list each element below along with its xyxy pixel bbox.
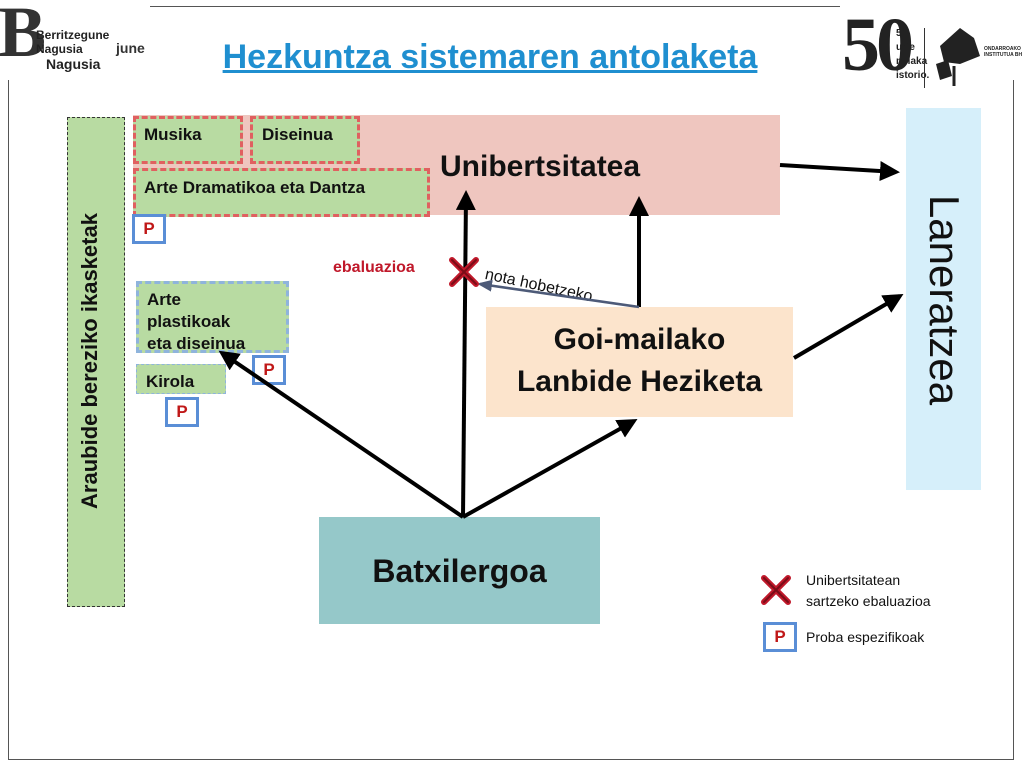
unibertsitatea-label: Unibertsitatea <box>440 150 641 183</box>
diseinua-label: Diseinua <box>262 125 333 144</box>
laneratzea-box <box>906 108 981 490</box>
page-title: Hezkuntza sistemaren antolaketa <box>222 38 758 76</box>
musika-label: Musika <box>144 125 202 144</box>
arrow-batx-to-goi <box>462 419 638 519</box>
logo-line-2: Nagusia <box>36 42 83 56</box>
arte-dramatikoa-label: Arte Dramatikoa eta Dantza <box>144 178 366 197</box>
logo-right-line-2: urte <box>896 42 915 53</box>
goi-mailako-line-1: Goi-mailako <box>553 323 726 356</box>
big-50-mark: 50 <box>842 3 914 87</box>
logo-right-line-1: 50 <box>896 28 908 39</box>
musika-box <box>133 116 243 164</box>
kirola-label: Kirola <box>146 372 195 391</box>
slide-frame <box>8 80 1014 760</box>
legend-eval-line-2: sartzeko ebaluazioa <box>806 593 931 609</box>
arte-dramatikoa-box <box>133 168 430 217</box>
anniversary-logo: 50 50 urte milaka istorio. ONDARROAKO IN… <box>838 2 1024 102</box>
p-badge-kirola: P <box>165 397 199 427</box>
p-badge-arte-dramatikoa: P <box>132 214 166 244</box>
diseinua-box <box>250 116 360 164</box>
evaluation-cross-icon <box>449 257 479 287</box>
institute-emblem-icon <box>936 28 980 86</box>
goi-mailako-line-2: Lanbide Heziketa <box>516 365 763 398</box>
arrow-uni-to-lane <box>779 161 900 182</box>
legend-eval-line-1: Unibertsitatean <box>806 572 901 588</box>
logo-right-line-3: milaka <box>896 56 928 67</box>
arte-plastikoak-line-1: Arte <box>147 290 182 309</box>
arte-plastikoak-line-2: plastikoak <box>147 312 231 331</box>
kirola-box <box>136 364 226 394</box>
ebaluazioa-label: ebaluazioa <box>333 259 415 276</box>
legend-proba-label: Proba espezifikoak <box>806 629 925 645</box>
batxilergoa-label: Batxilergoa <box>372 553 547 589</box>
logo-divider <box>924 28 925 88</box>
logo-line-extra: june <box>116 40 145 56</box>
legend-p-badge: P <box>763 622 797 652</box>
arrow-goi-to-lane <box>792 293 904 360</box>
institute-name: ONDARROAKO INSTITUTUA BH <box>984 46 1023 58</box>
arte-plastikoak-box <box>136 281 289 353</box>
logo-line-3: Nagusia <box>46 56 101 72</box>
araubide-box <box>67 117 125 607</box>
legend-cross-icon <box>761 575 791 605</box>
arrow-batx-to-araubide <box>218 350 465 519</box>
arrow-nota-hobetzeko <box>477 279 640 309</box>
arte-plastikoak-line-3: eta diseinua <box>147 334 246 353</box>
batxilergoa-box <box>319 517 600 624</box>
arrow-batx-to-uni <box>455 190 476 518</box>
logo-line-1: Berritzegune <box>36 28 110 42</box>
logo-right-line-4: istorio. <box>896 70 930 81</box>
goi-mailako-box <box>486 307 793 417</box>
logo-b-icon: B <box>0 0 47 72</box>
berritzegune-logo: B Berritzegune Nagusia june Nagusia <box>0 0 150 76</box>
top-divider <box>150 6 840 7</box>
